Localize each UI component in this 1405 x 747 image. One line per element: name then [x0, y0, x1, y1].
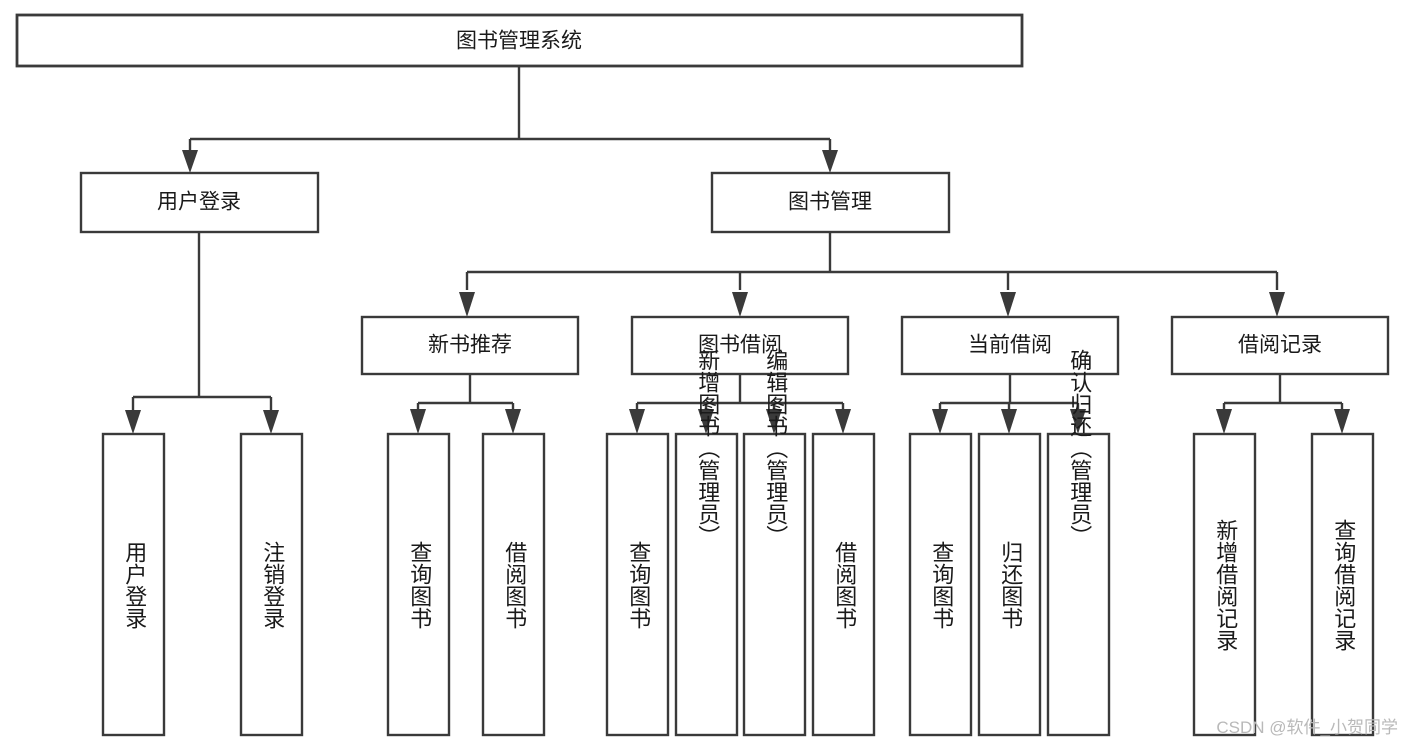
- node-leaf-query-book-1-label: 查询图书: [407, 541, 432, 629]
- node-leaf-confirm-return-label: 确认归还（管理员）: [1067, 349, 1092, 547]
- arrow-head-leaf-add-book: [698, 409, 714, 434]
- node-root-box[interactable]: [15, 13, 1024, 68]
- node-leaf-user-login-box[interactable]: [101, 432, 166, 737]
- node-book-manage-label: 图书管理: [788, 191, 872, 214]
- node-leaf-add-record-box[interactable]: [1192, 432, 1257, 737]
- node-current-borrow[interactable]: 当前借阅: [900, 315, 1120, 376]
- node-leaf-query-book-1-box[interactable]: [386, 432, 451, 737]
- node-borrow-record-box[interactable]: [1170, 315, 1390, 376]
- arrow-head-new-book-recommend: [459, 292, 475, 317]
- node-leaf-user-login[interactable]: 用户登录: [101, 432, 166, 737]
- node-book-manage-box[interactable]: [710, 171, 951, 234]
- node-user-login-box[interactable]: [79, 171, 320, 234]
- node-leaf-query-book-3[interactable]: 查询图书: [908, 432, 973, 737]
- node-leaf-borrow-book-2[interactable]: 借阅图书: [811, 432, 876, 737]
- arrow-head-leaf-return-book: [1001, 409, 1017, 434]
- node-leaf-user-logout-label: 注销登录: [260, 541, 285, 629]
- node-leaf-query-record[interactable]: 查询借阅记录: [1310, 432, 1375, 737]
- arrow-head-leaf-edit-book: [766, 409, 782, 434]
- arrow-head-leaf-query-book-1: [410, 409, 426, 434]
- node-user-login-label: 用户登录: [157, 191, 241, 214]
- node-leaf-user-logout-box[interactable]: [239, 432, 304, 737]
- node-root[interactable]: 图书管理系统: [15, 13, 1024, 68]
- node-borrow-record-label: 借阅记录: [1238, 334, 1322, 357]
- node-new-book-recommend-box[interactable]: [360, 315, 580, 376]
- arrow-head-leaf-query-book-2: [629, 409, 645, 434]
- arrow-head-leaf-user-logout: [263, 410, 279, 434]
- arrow-head-leaf-borrow-book-2: [835, 409, 851, 434]
- node-leaf-borrow-book-1[interactable]: 借阅图书: [481, 432, 546, 737]
- node-leaf-query-book-2-box[interactable]: [605, 432, 670, 737]
- node-leaf-add-record-label: 新增借阅记录: [1213, 519, 1238, 651]
- arrow-head-book-borrow: [732, 292, 748, 317]
- node-leaf-query-record-box[interactable]: [1310, 432, 1375, 737]
- node-book-borrow-box[interactable]: [630, 315, 850, 376]
- arrow-head-current-borrow: [1000, 292, 1016, 317]
- node-leaf-query-book-2[interactable]: 查询图书: [605, 432, 670, 737]
- node-leaf-user-logout[interactable]: 注销登录: [239, 432, 304, 737]
- node-leaf-query-book-3-box[interactable]: [908, 432, 973, 737]
- node-leaf-return-book-box[interactable]: [977, 432, 1042, 737]
- node-new-book-recommend-label: 新书推荐: [428, 334, 512, 357]
- node-current-borrow-box[interactable]: [900, 315, 1120, 376]
- arrow-head-leaf-query-book-3: [932, 409, 948, 434]
- connector-layer: [125, 66, 1350, 434]
- node-leaf-add-book[interactable]: 新增图书（管理员）: [674, 349, 739, 737]
- arrow-head-book-manage: [822, 150, 838, 173]
- node-current-borrow-label: 当前借阅: [968, 334, 1052, 357]
- arrow-head-leaf-borrow-book-1: [505, 409, 521, 434]
- node-leaf-return-book[interactable]: 归还图书: [977, 432, 1042, 737]
- node-leaf-borrow-book-1-label: 借阅图书: [502, 541, 527, 629]
- node-leaf-query-book-1[interactable]: 查询图书: [386, 432, 451, 737]
- node-book-borrow-label: 图书借阅: [698, 334, 782, 357]
- node-leaf-edit-book[interactable]: 编辑图书（管理员）: [742, 349, 807, 737]
- node-leaf-borrow-book-2-box[interactable]: [811, 432, 876, 737]
- node-new-book-recommend[interactable]: 新书推荐: [360, 315, 580, 376]
- node-leaf-user-login-label: 用户登录: [122, 541, 147, 629]
- arrow-head-borrow-record: [1269, 292, 1285, 317]
- node-leaf-query-book-2-label: 查询图书: [626, 541, 651, 629]
- csdn-watermark: CSDN @软件_小贺同学: [1216, 718, 1398, 737]
- arrow-head-user-login: [182, 150, 198, 173]
- node-leaf-confirm-return-box[interactable]: [1046, 432, 1111, 737]
- node-leaf-edit-book-box[interactable]: [742, 432, 807, 737]
- node-book-borrow[interactable]: 图书借阅: [630, 315, 850, 376]
- arrow-head-leaf-user-login: [125, 410, 141, 434]
- node-leaf-add-book-box[interactable]: [674, 432, 739, 737]
- node-leaf-borrow-book-1-box[interactable]: [481, 432, 546, 737]
- node-leaf-add-record[interactable]: 新增借阅记录: [1192, 432, 1257, 737]
- node-leaf-query-book-3-label: 查询图书: [929, 541, 954, 629]
- node-root-label: 图书管理系统: [456, 30, 582, 53]
- node-leaf-return-book-label: 归还图书: [998, 541, 1023, 629]
- node-leaf-borrow-book-2-label: 借阅图书: [832, 541, 857, 629]
- node-leaf-query-record-label: 查询借阅记录: [1331, 519, 1356, 651]
- node-book-manage[interactable]: 图书管理: [710, 171, 951, 234]
- node-user-login[interactable]: 用户登录: [79, 171, 320, 234]
- node-leaf-confirm-return[interactable]: 确认归还（管理员）: [1046, 349, 1111, 737]
- arrow-head-leaf-confirm-return: [1070, 409, 1086, 434]
- node-borrow-record[interactable]: 借阅记录: [1170, 315, 1390, 376]
- node-leaf-edit-book-label: 编辑图书（管理员）: [763, 349, 788, 547]
- arrow-head-leaf-add-record: [1216, 409, 1232, 434]
- node-leaf-add-book-label: 新增图书（管理员）: [695, 349, 720, 547]
- arrow-head-leaf-query-record: [1334, 409, 1350, 434]
